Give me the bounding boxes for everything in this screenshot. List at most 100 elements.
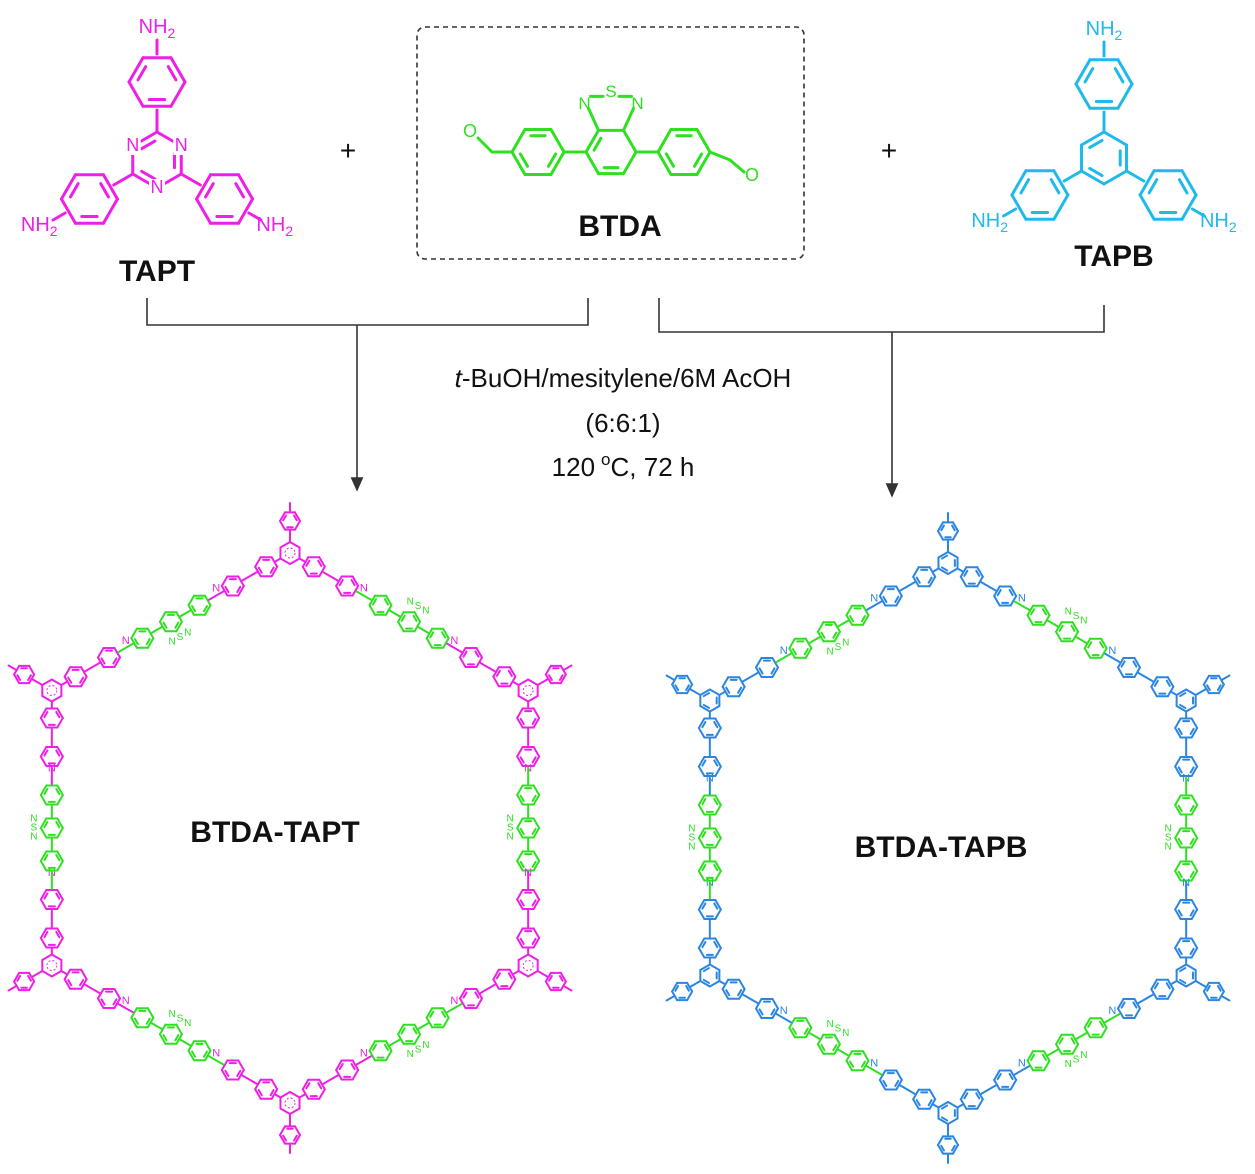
double-bond: [1206, 684, 1211, 691]
ring-bond: [56, 817, 64, 829]
ring-bond: [862, 1050, 870, 1062]
imine-n-label: N: [780, 1005, 788, 1017]
ring-bond: [532, 850, 541, 862]
ring-bond: [1190, 794, 1199, 806]
ring-bond: [699, 688, 711, 696]
ring-bond: [1175, 688, 1188, 696]
ring-bond: [220, 1069, 229, 1081]
ring-bond: [1133, 656, 1141, 669]
linker-bond: [208, 590, 225, 601]
double-bond: [1189, 837, 1195, 846]
ring-bond: [39, 937, 48, 949]
framework-n-label: N: [842, 1028, 849, 1039]
ring-bond: [1133, 997, 1141, 1010]
ring-bond: [833, 621, 841, 633]
double-bond: [305, 559, 311, 567]
ring-bond: [1190, 765, 1199, 778]
ring-bond: [1190, 827, 1199, 839]
ring-bond: [80, 675, 88, 688]
double-bond: [702, 703, 711, 709]
double-bond: [975, 569, 981, 577]
ring-bond: [294, 511, 301, 522]
ring-bond: [270, 1088, 279, 1100]
double-bond: [372, 1043, 378, 1051]
double-bond: [43, 892, 49, 900]
ring-bond: [492, 978, 500, 990]
ring-bond: [959, 566, 968, 578]
ring-bond: [1175, 963, 1188, 971]
ring-bond: [1100, 647, 1108, 659]
ring-bond: [788, 637, 796, 650]
linker-bond: [742, 672, 759, 683]
ring-bond: [475, 987, 483, 1000]
double-bond: [820, 1044, 826, 1052]
linker-bond: [84, 662, 101, 673]
imine-n-label: N: [360, 583, 368, 595]
ring-bond: [1174, 755, 1182, 768]
ring-bond: [952, 521, 959, 532]
ring-bond: [697, 755, 706, 768]
node-outer-bond: [31, 678, 43, 686]
ring-bond: [146, 1016, 155, 1029]
double-bond: [860, 1060, 866, 1068]
node-outer-bond: [537, 970, 549, 978]
ring-bond: [952, 1135, 959, 1146]
double-bond: [882, 595, 888, 604]
ring-bond: [947, 1117, 959, 1125]
ring-bond: [254, 556, 262, 568]
ring-bond: [384, 604, 393, 616]
ring-bond: [237, 1069, 245, 1081]
ring-bond: [351, 1059, 360, 1071]
ring-bond: [755, 1007, 763, 1020]
ring-bond: [175, 1023, 183, 1036]
ring-bond: [1042, 1059, 1051, 1072]
double-bond: [55, 710, 61, 719]
conditions-line-2: (6:6:1): [585, 408, 660, 438]
ring-bond: [714, 860, 722, 872]
tapb-label: TAPB: [1074, 240, 1153, 273]
ring-bond: [351, 585, 360, 597]
double-bond: [915, 576, 921, 584]
linker-bond: [866, 600, 883, 611]
ring-bond: [1190, 837, 1199, 849]
double-bond: [803, 1027, 809, 1035]
conditions-time: C, 72 h: [611, 452, 695, 482]
double-bond: [383, 598, 389, 606]
ring-bond: [532, 784, 541, 796]
ring-bond: [993, 585, 1001, 597]
double-bond: [224, 585, 230, 594]
double-bond: [1206, 985, 1211, 992]
framework-s-label: S: [1073, 1054, 1080, 1065]
node-outer-bond: [689, 688, 701, 696]
double-bond: [317, 1082, 323, 1090]
double-bond: [940, 1144, 945, 1152]
double-bond: [350, 1062, 356, 1071]
double-bond: [1189, 804, 1195, 813]
ring-bond: [175, 611, 183, 623]
linker-bond: [957, 568, 964, 573]
ring-bond: [458, 987, 467, 1000]
double-bond: [1008, 1072, 1014, 1081]
ring-bond: [912, 1088, 920, 1101]
double-bond: [915, 1099, 921, 1107]
linker-bond: [389, 1038, 401, 1047]
linker-bond: [274, 558, 281, 563]
ring-bond: [130, 637, 138, 649]
ring-bond: [289, 1091, 301, 1099]
double-bond: [725, 686, 731, 694]
ring-bond: [697, 837, 706, 849]
double-bond: [234, 182, 246, 199]
ring-bond: [41, 678, 53, 686]
ring-bond: [39, 755, 48, 768]
double-bond: [713, 797, 719, 806]
double-bond: [43, 749, 49, 757]
double-bond: [975, 1092, 981, 1100]
double-bond: [191, 605, 197, 613]
double-bond: [100, 998, 106, 1006]
ring-bond: [130, 1016, 138, 1029]
double-bond: [1083, 67, 1095, 84]
linker-bond: [389, 609, 401, 618]
linker-bond: [241, 571, 258, 582]
linker-bond: [299, 558, 306, 563]
reaction-connector-left: [146, 298, 589, 492]
